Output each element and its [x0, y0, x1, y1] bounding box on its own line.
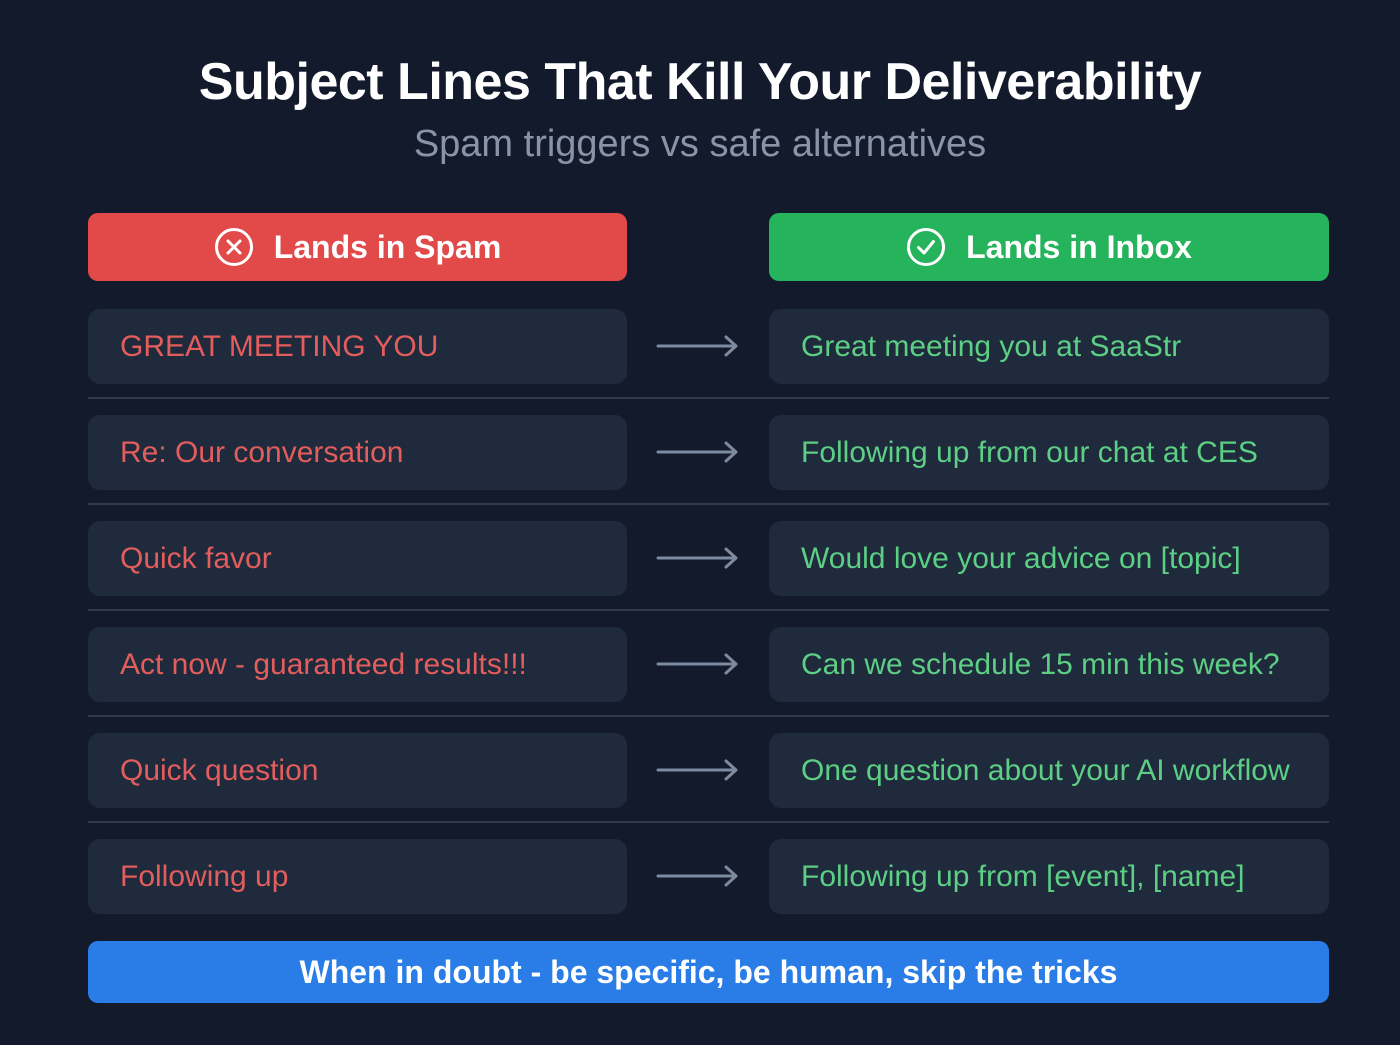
inbox-subject-card: Great meeting you at SaaStr — [769, 309, 1329, 384]
spam-column-header: Lands in Spam — [88, 213, 627, 281]
spam-subject-text: Re: Our conversation — [120, 435, 404, 469]
spam-subject-text: GREAT MEETING YOU — [120, 329, 439, 363]
check-circle-icon — [906, 227, 946, 267]
arrow-right-icon — [656, 547, 738, 569]
inbox-subject-text: Would love your advice on [topic] — [801, 541, 1241, 575]
spam-subject-card: Re: Our conversation — [88, 415, 627, 490]
arrow-right-icon — [656, 653, 738, 675]
spam-subject-text: Quick favor — [120, 541, 272, 575]
inbox-subject-card: Following up from our chat at CES — [769, 415, 1329, 490]
row-divider — [88, 397, 1329, 399]
spam-subject-text: Following up — [120, 859, 289, 893]
page-title: Subject Lines That Kill Your Deliverabil… — [198, 53, 1202, 111]
inbox-subject-text: Following up from [event], [name] — [801, 859, 1245, 893]
row-divider — [88, 715, 1329, 717]
tip-banner-text: When in doubt - be specific, be human, s… — [299, 953, 1118, 990]
inbox-subject-card: Would love your advice on [topic] — [769, 521, 1329, 596]
arrow-right-icon — [656, 335, 738, 357]
inbox-subject-text: Great meeting you at SaaStr — [801, 329, 1182, 363]
x-circle-icon — [214, 227, 254, 267]
spam-subject-card: GREAT MEETING YOU — [88, 309, 627, 384]
spam-subject-card: Quick question — [88, 733, 627, 808]
spam-subject-card: Following up — [88, 839, 627, 914]
inbox-subject-text: One question about your AI workflow — [801, 753, 1290, 787]
spam-subject-text: Quick question — [120, 753, 319, 787]
arrow-right-icon — [656, 441, 738, 463]
page-subtitle: Spam triggers vs safe alternatives — [413, 123, 987, 165]
inbox-subject-card: One question about your AI workflow — [769, 733, 1329, 808]
tip-banner: When in doubt - be specific, be human, s… — [88, 941, 1329, 1003]
inbox-subject-text: Can we schedule 15 min this week? — [801, 647, 1280, 681]
inbox-subject-text: Following up from our chat at CES — [801, 435, 1258, 469]
row-divider — [88, 503, 1329, 505]
row-divider — [88, 821, 1329, 823]
spam-column-label: Lands in Spam — [273, 228, 502, 265]
spam-subject-text: Act now - guaranteed results!!! — [120, 647, 527, 681]
inbox-subject-card: Following up from [event], [name] — [769, 839, 1329, 914]
inbox-column-header: Lands in Inbox — [769, 213, 1329, 281]
arrow-right-icon — [656, 759, 738, 781]
spam-subject-card: Act now - guaranteed results!!! — [88, 627, 627, 702]
row-divider — [88, 609, 1329, 611]
arrow-right-icon — [656, 865, 738, 887]
inbox-column-label: Lands in Inbox — [966, 228, 1192, 265]
inbox-subject-card: Can we schedule 15 min this week? — [769, 627, 1329, 702]
spam-subject-card: Quick favor — [88, 521, 627, 596]
